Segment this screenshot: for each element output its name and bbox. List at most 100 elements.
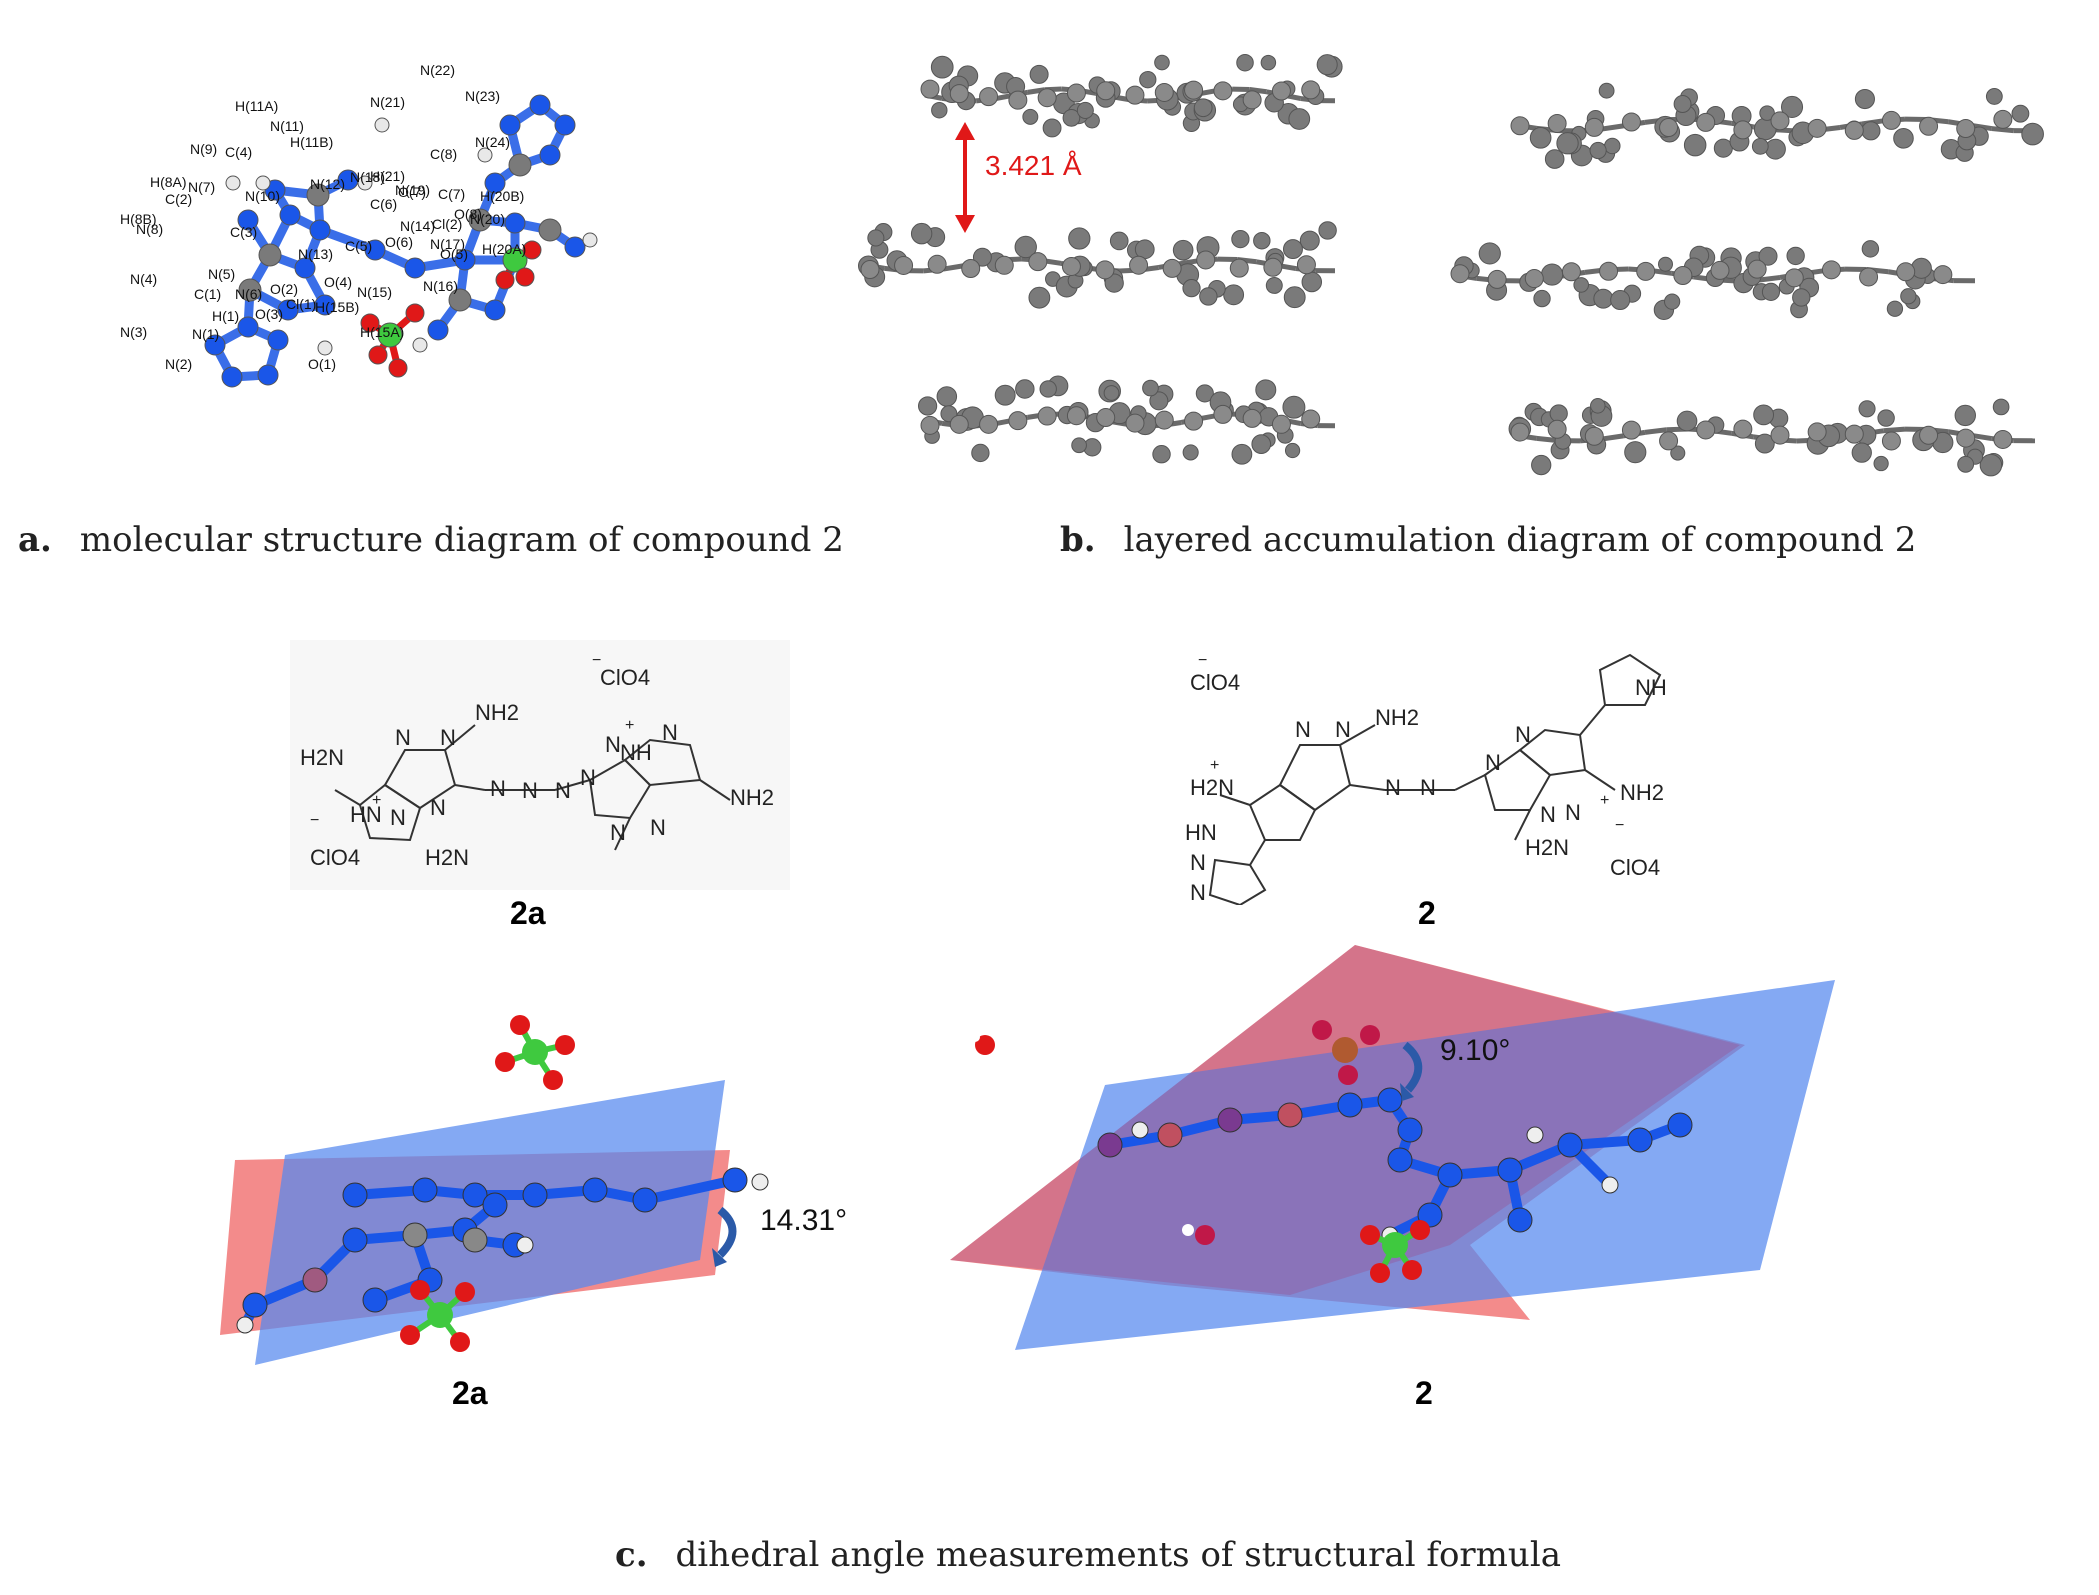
atom — [1377, 1087, 1403, 1113]
atom — [462, 1182, 488, 1208]
atom-label: H(8B) — [120, 211, 157, 227]
atom-label: C(2) — [165, 191, 192, 207]
molecular-layer — [917, 375, 1336, 465]
atom-label: N(20) — [470, 211, 505, 227]
molecular-structure-diagram: N(22)N(23)N(21)H(11A)N(11)H(11B)H(21)N(2… — [120, 62, 598, 388]
oxygen-atom — [522, 240, 542, 260]
formula-text: N — [395, 725, 411, 750]
formula-text: NH — [620, 740, 652, 765]
formula-text: H2N — [425, 845, 469, 870]
angle-2a-label: 14.31° — [760, 1204, 847, 1237]
atom — [1387, 1147, 1413, 1173]
atom-label: C(1) — [194, 286, 221, 302]
formula-text: N — [430, 795, 446, 820]
formula-text: NH2 — [475, 700, 519, 725]
formula-text: N — [1335, 717, 1351, 742]
atom — [1437, 1162, 1463, 1188]
atom-label: N(6) — [235, 286, 262, 302]
atom-label: N(12) — [310, 176, 345, 192]
atom — [402, 1222, 428, 1248]
formula-text: + — [1210, 757, 1219, 774]
atom-label: O(4) — [324, 274, 352, 290]
oxygen-atom — [405, 303, 425, 323]
nitrogen-atom — [204, 334, 226, 356]
nitrogen-atom — [539, 144, 561, 166]
atom-label: H(11B) — [290, 134, 333, 150]
caption-c-letter: c. — [615, 1535, 648, 1575]
layer-distance-label: 3.421 Å — [985, 150, 1082, 181]
formula-text: − — [1615, 817, 1624, 834]
formula-text: N — [522, 778, 538, 803]
atom — [342, 1227, 368, 1253]
atom — [462, 1227, 488, 1253]
atom — [236, 1316, 254, 1334]
oxygen-atom — [515, 267, 535, 287]
caption-c-text: dihedral angle measurements of structura… — [675, 1535, 1561, 1575]
molecular-layer — [1508, 398, 2036, 477]
formula-text: − — [592, 652, 601, 669]
atom-label: N(9) — [190, 141, 217, 157]
atom — [362, 1287, 388, 1313]
nitrogen-atom — [484, 172, 506, 194]
atom — [1157, 1122, 1183, 1148]
nitrogen-atom — [257, 364, 279, 386]
nitrogen-atom — [237, 316, 259, 338]
atom — [242, 1292, 268, 1318]
nitrogen-atom — [404, 257, 426, 279]
formula-text: NH — [1635, 675, 1667, 700]
dihedral-2-label: 2 — [1415, 1375, 1433, 1411]
atom — [1397, 1117, 1423, 1143]
atom-label: H(11A) — [235, 98, 278, 114]
formula-text: NH2 — [730, 785, 774, 810]
hydrogen-atom — [412, 337, 428, 353]
atom — [1557, 1132, 1583, 1158]
atom-label: N(3) — [120, 324, 147, 340]
formula-text: + — [625, 717, 634, 734]
atom-label: N(21) — [370, 94, 405, 110]
molecular-layer — [1450, 240, 1976, 321]
atom-label: N(24) — [475, 134, 510, 150]
atom-label: N(1) — [192, 326, 219, 342]
atom — [1277, 1102, 1303, 1128]
hydrogen-atom — [225, 175, 241, 191]
carbon-atom — [508, 153, 532, 177]
atom-label: O(6) — [385, 234, 413, 250]
atom-label: N(4) — [130, 271, 157, 287]
nitrogen-atom — [314, 294, 336, 316]
atom-label: H(15B) — [315, 299, 359, 315]
nitrogen-atom — [454, 249, 476, 271]
formula-text: N — [490, 776, 506, 801]
formula-text: N — [662, 720, 678, 745]
layer-distance-arrow — [955, 122, 975, 233]
hydrogen-atom — [374, 117, 390, 133]
formula-text: N — [605, 732, 621, 757]
nitrogen-atom — [529, 94, 551, 116]
carbon-atom — [448, 288, 472, 312]
formula-text: ClO4 — [1610, 855, 1660, 880]
nitrogen-atom — [294, 257, 316, 279]
carbon-atom — [306, 183, 330, 207]
dihedral-angle-2a: 14.31° — [220, 1015, 847, 1365]
caption-b-text: layered accumulation diagram of compound… — [1123, 520, 1917, 560]
layered-accumulation-diagram: 3.421 Å — [858, 53, 2044, 477]
formula-text: NH2 — [1620, 780, 1664, 805]
caption-b-letter: b. — [1060, 520, 1096, 560]
caption-a-text: molecular structure diagram of compound … — [79, 520, 844, 560]
formula-2-label: 2 — [1418, 895, 1436, 931]
atom-label: N(17) — [430, 236, 465, 252]
atom-label: N(8) — [136, 221, 163, 237]
hydrogen-atom — [357, 175, 373, 191]
carbon-atom — [258, 243, 282, 267]
oxygen-atom — [360, 313, 380, 333]
atom-label: C(8) — [430, 146, 457, 162]
formula-text: N — [1540, 802, 1556, 827]
atom-label: C(5) — [345, 238, 372, 254]
atom-label: N(15) — [357, 284, 392, 300]
oxygen-atom — [495, 270, 515, 290]
atom-label: N(13) — [298, 246, 333, 262]
atom — [751, 1173, 769, 1191]
formula-text: N — [1295, 717, 1311, 742]
atom — [1526, 1126, 1544, 1144]
atom — [1217, 1107, 1243, 1133]
